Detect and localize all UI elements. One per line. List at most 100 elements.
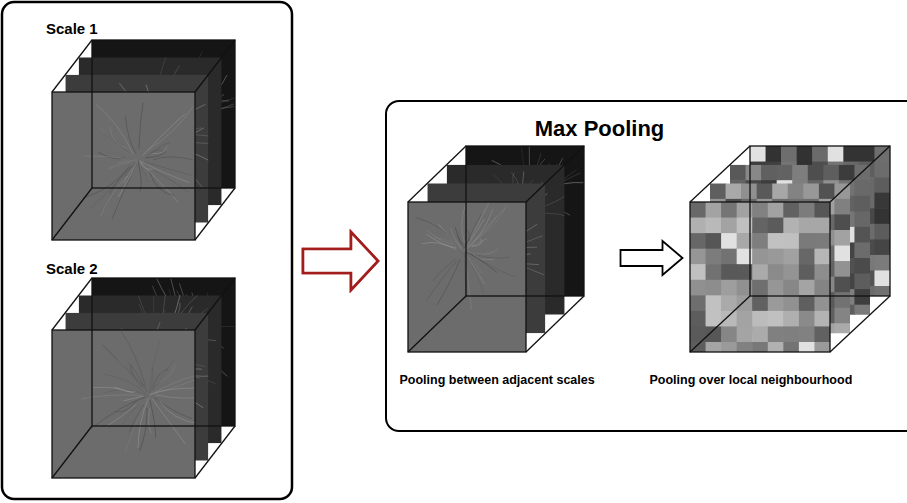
pooled-cell	[874, 192, 890, 208]
pooled-cell	[834, 245, 850, 261]
feature-map-stack	[690, 146, 890, 352]
feature-map-stack	[52, 278, 235, 478]
pooled-cell	[705, 264, 721, 280]
scale-label: Scale 1	[46, 20, 98, 37]
cube-wireframe	[52, 278, 235, 478]
flow-arrow	[621, 241, 683, 275]
pooled-cell	[767, 326, 783, 342]
texture-stroke	[108, 162, 131, 169]
pooled-cell	[843, 146, 859, 162]
texture-stroke	[106, 404, 136, 426]
pooled-cell	[783, 326, 799, 342]
pooled-cell	[814, 310, 830, 326]
pooled-cell	[823, 164, 839, 180]
texture-stroke	[118, 161, 137, 197]
pooled-cell	[798, 295, 814, 311]
cube-edge	[195, 40, 235, 92]
pooled-cell	[854, 242, 870, 258]
pooled-cell	[752, 264, 768, 280]
image-stack: Pooling between adjacent scales	[398, 140, 638, 395]
texture-stroke	[464, 209, 492, 250]
cube-edge	[830, 296, 890, 352]
texture-stroke	[125, 407, 144, 452]
cube-edge	[750, 146, 890, 296]
pooled-cell	[710, 183, 726, 199]
feature-map-slice	[710, 183, 850, 333]
cube-edge	[690, 202, 830, 352]
texture-stroke	[422, 242, 456, 249]
input-panel	[2, 2, 292, 499]
texture-stroke	[154, 397, 192, 418]
pooled-cell	[854, 226, 870, 242]
texture-stroke	[472, 238, 487, 246]
texture-stroke	[472, 261, 482, 273]
texture-stroke	[461, 203, 465, 242]
pooled-cell	[690, 326, 706, 342]
texture-stroke	[150, 339, 161, 393]
pooled-cell	[690, 264, 706, 280]
pooled-cell	[736, 310, 752, 326]
pooled-cell	[834, 198, 850, 214]
pooled-cell	[750, 146, 766, 162]
texture-stroke	[150, 400, 156, 438]
pooled-cell	[798, 202, 814, 218]
pooled-cell	[814, 233, 830, 249]
texture-stroke	[465, 249, 497, 254]
cube-edge	[195, 188, 235, 240]
pooled-cell	[834, 307, 850, 323]
pooled-cell	[834, 230, 850, 246]
pooled-cell	[767, 233, 783, 249]
texture-stroke	[121, 331, 145, 386]
pooled-cell	[854, 258, 870, 274]
cube-edge	[408, 296, 466, 352]
pooled-cell	[705, 342, 721, 352]
texture-stroke	[160, 365, 174, 381]
cube-edge	[195, 426, 235, 478]
panel-title: Max Pooling	[535, 116, 665, 141]
pooled-cell	[834, 292, 850, 308]
block-arrow	[303, 232, 378, 290]
pooled-cell	[781, 146, 797, 162]
pooled-cell	[767, 310, 783, 326]
pooled-cell	[783, 295, 799, 311]
pooling-panel: Max PoolingPooling between adjacent scal…	[385, 100, 907, 432]
texture-stroke	[139, 161, 189, 183]
pooled-cell	[798, 310, 814, 326]
image-stack: Pooling over local neighbourhood	[645, 140, 895, 395]
texture-stroke	[118, 160, 138, 163]
texture-stroke	[122, 395, 148, 413]
texture-stroke	[150, 374, 195, 395]
pooled-cell	[783, 342, 799, 352]
texture-stroke	[102, 345, 142, 388]
pooled-cell	[752, 279, 768, 295]
pooled-cell	[705, 248, 721, 264]
pooled-cell	[752, 217, 768, 233]
cube-edge	[52, 188, 92, 240]
pooled-cell	[767, 279, 783, 295]
pooled-cell	[798, 326, 814, 342]
pooled-cell	[772, 183, 788, 199]
pooled-cell	[834, 276, 850, 292]
pooled-cell	[814, 279, 830, 295]
pooled-cell	[752, 202, 768, 218]
pooled-cell	[827, 146, 843, 162]
texture-stroke	[152, 399, 185, 444]
pooled-cell	[814, 217, 830, 233]
texture-stroke	[127, 361, 147, 391]
texture-stroke	[436, 259, 459, 305]
pooled-cell	[752, 295, 768, 311]
pooled-cell	[767, 264, 783, 280]
pooled-cell	[798, 264, 814, 280]
pooled-cell	[721, 217, 737, 233]
texture-stroke	[464, 228, 469, 247]
pooled-cell	[834, 323, 850, 333]
cube-edge	[408, 202, 526, 352]
texture-stroke	[122, 404, 141, 426]
pooled-cell	[767, 342, 783, 352]
pooled-cell	[854, 195, 870, 211]
pooled-cell	[796, 146, 812, 162]
pooled-cell	[814, 326, 830, 342]
pooled-cell	[874, 239, 890, 255]
pooled-cell	[705, 217, 721, 233]
block-arrow	[303, 232, 378, 290]
